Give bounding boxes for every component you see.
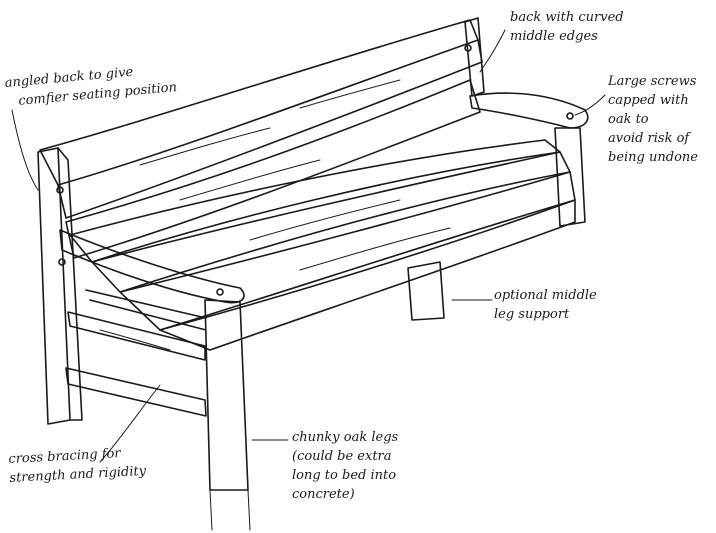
left-back-post-side (57, 147, 83, 421)
cross-brace-upper (67, 311, 206, 361)
side-seat-rail (85, 289, 207, 331)
annotation-middle-leg: optional middle leg support (494, 288, 597, 322)
backrest-top-board-face (57, 39, 483, 219)
screw-heads (56, 44, 574, 296)
leader-curved-back (479, 29, 506, 73)
annotation-large-screws: Large screws capped with oak to avoid ri… (608, 74, 698, 165)
cross-brace-lower (65, 367, 207, 417)
annotation-oak-legs: chunky oak legs (could be extra long to … (292, 430, 399, 502)
annotation-curved-back: back with curved middle edges (510, 10, 624, 44)
right-armrest (469, 92, 589, 129)
rear-right-post (464, 17, 485, 97)
leader-screws (574, 94, 606, 116)
annotation-cross-bracing: cross bracing for strength and rigidity (8, 446, 147, 486)
left-front-leg-extension (209, 489, 251, 531)
leader-angled-back (11, 109, 39, 191)
wood-grain (99, 79, 451, 351)
seat-board-middle (91, 151, 571, 293)
left-armrest (59, 229, 245, 304)
backrest-lower-board (65, 79, 481, 259)
seat-front-apron (159, 199, 576, 351)
seat-board-back (69, 139, 561, 263)
seat-board-front (119, 171, 576, 331)
middle-leg (407, 261, 445, 321)
right-front-leg (554, 127, 586, 227)
left-front-leg (204, 299, 249, 491)
left-back-post (37, 147, 71, 425)
leader-cross-bracing (99, 384, 161, 463)
